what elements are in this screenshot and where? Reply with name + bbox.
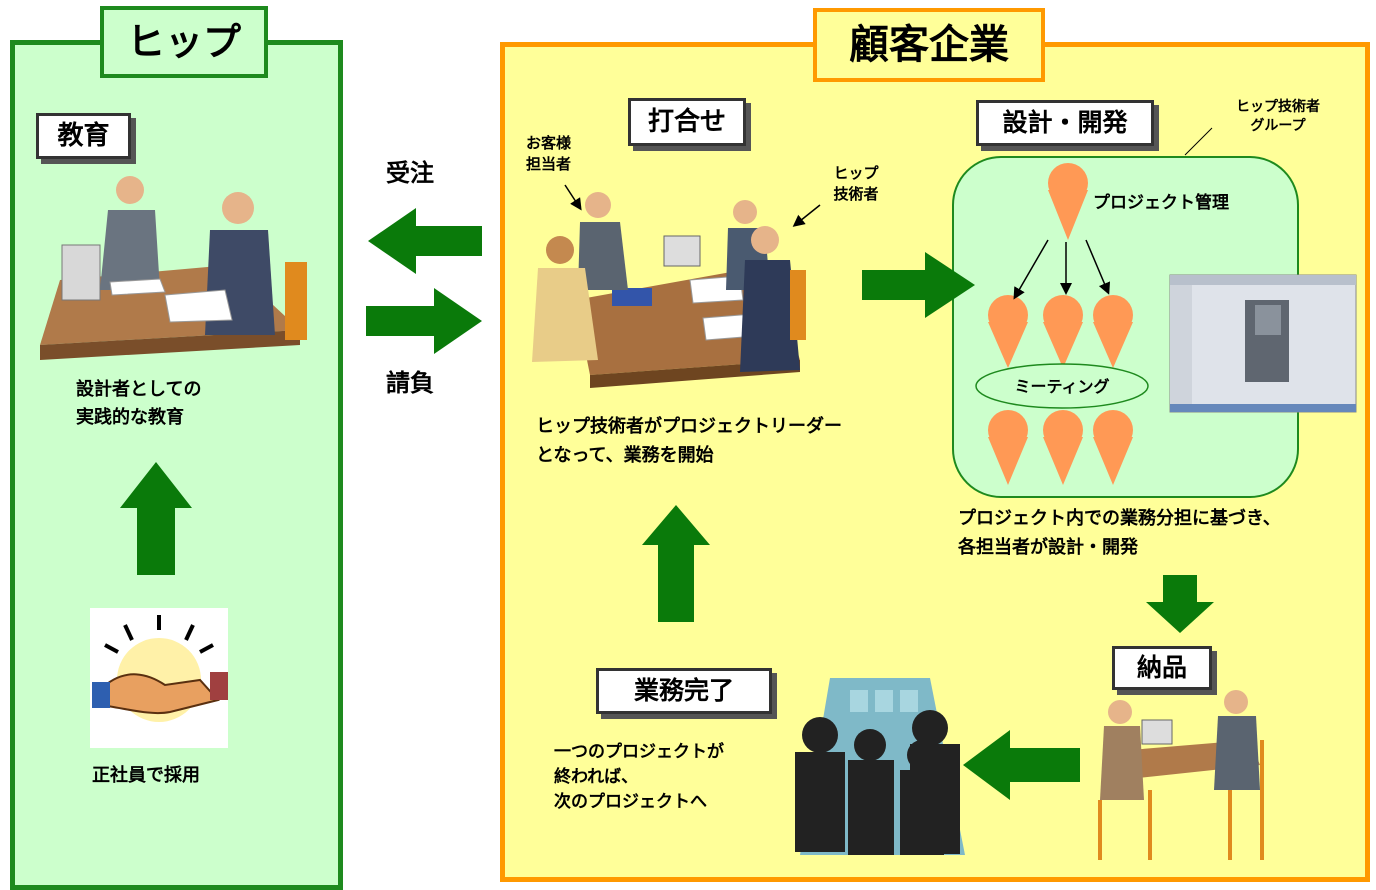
completion-tag: 業務完了 bbox=[596, 668, 772, 714]
office-silhouette bbox=[795, 678, 965, 855]
meeting-caption: ヒップ技術者がプロジェクトリーダー となって、業務を開始 bbox=[536, 416, 842, 466]
team-members bbox=[988, 163, 1133, 485]
arrow-hiring-to-education bbox=[120, 462, 192, 575]
arrow-design-to-delivery bbox=[1146, 575, 1214, 633]
cad-screenshot bbox=[1169, 274, 1357, 413]
arrow-contract-right bbox=[366, 288, 482, 354]
project-mgmt-label: プロジェクト管理 bbox=[1093, 193, 1229, 213]
meeting-tag: 打合せ bbox=[628, 98, 746, 146]
order-label: 受注 bbox=[386, 159, 434, 187]
hiring-caption: 正社員で採用 bbox=[92, 765, 200, 786]
meeting-illustration bbox=[532, 192, 806, 388]
meeting-ellipse bbox=[975, 363, 1149, 409]
client-title: 顧客企業 bbox=[813, 8, 1045, 82]
delivery-illustration bbox=[1098, 690, 1264, 860]
customer-rep-label: お客様 担当者 bbox=[526, 134, 572, 173]
design-tag: 設計・開発 bbox=[976, 100, 1154, 146]
arrow-completion-to-meeting bbox=[642, 505, 710, 622]
manager-person bbox=[1048, 163, 1088, 240]
education-tag: 教育 bbox=[36, 113, 131, 159]
hip-title: ヒップ bbox=[100, 6, 268, 78]
group-label: ヒップ技術者 グループ bbox=[1236, 99, 1320, 134]
hip-engineer-label: ヒップ 技術者 bbox=[833, 164, 879, 203]
education-illustration bbox=[40, 176, 307, 360]
meeting-ellipse-label: ミーティング bbox=[1014, 377, 1110, 396]
handshake-image bbox=[90, 608, 228, 748]
hip-panel bbox=[10, 40, 343, 890]
delivery-tag: 納品 bbox=[1112, 646, 1212, 690]
contract-label: 請負 bbox=[386, 369, 434, 397]
education-caption: 設計者としての 実践的な教育 bbox=[76, 379, 202, 428]
completion-caption: 一つのプロジェクトが 終われば、 次のプロジェクトへ bbox=[554, 742, 724, 812]
arrow-delivery-to-completion bbox=[963, 730, 1080, 800]
design-caption: プロジェクト内での業務分担に基づき、 各担当者が設計・開発 bbox=[958, 508, 1281, 558]
arrow-meeting-to-design bbox=[862, 252, 975, 318]
arrow-order-left bbox=[368, 208, 482, 274]
